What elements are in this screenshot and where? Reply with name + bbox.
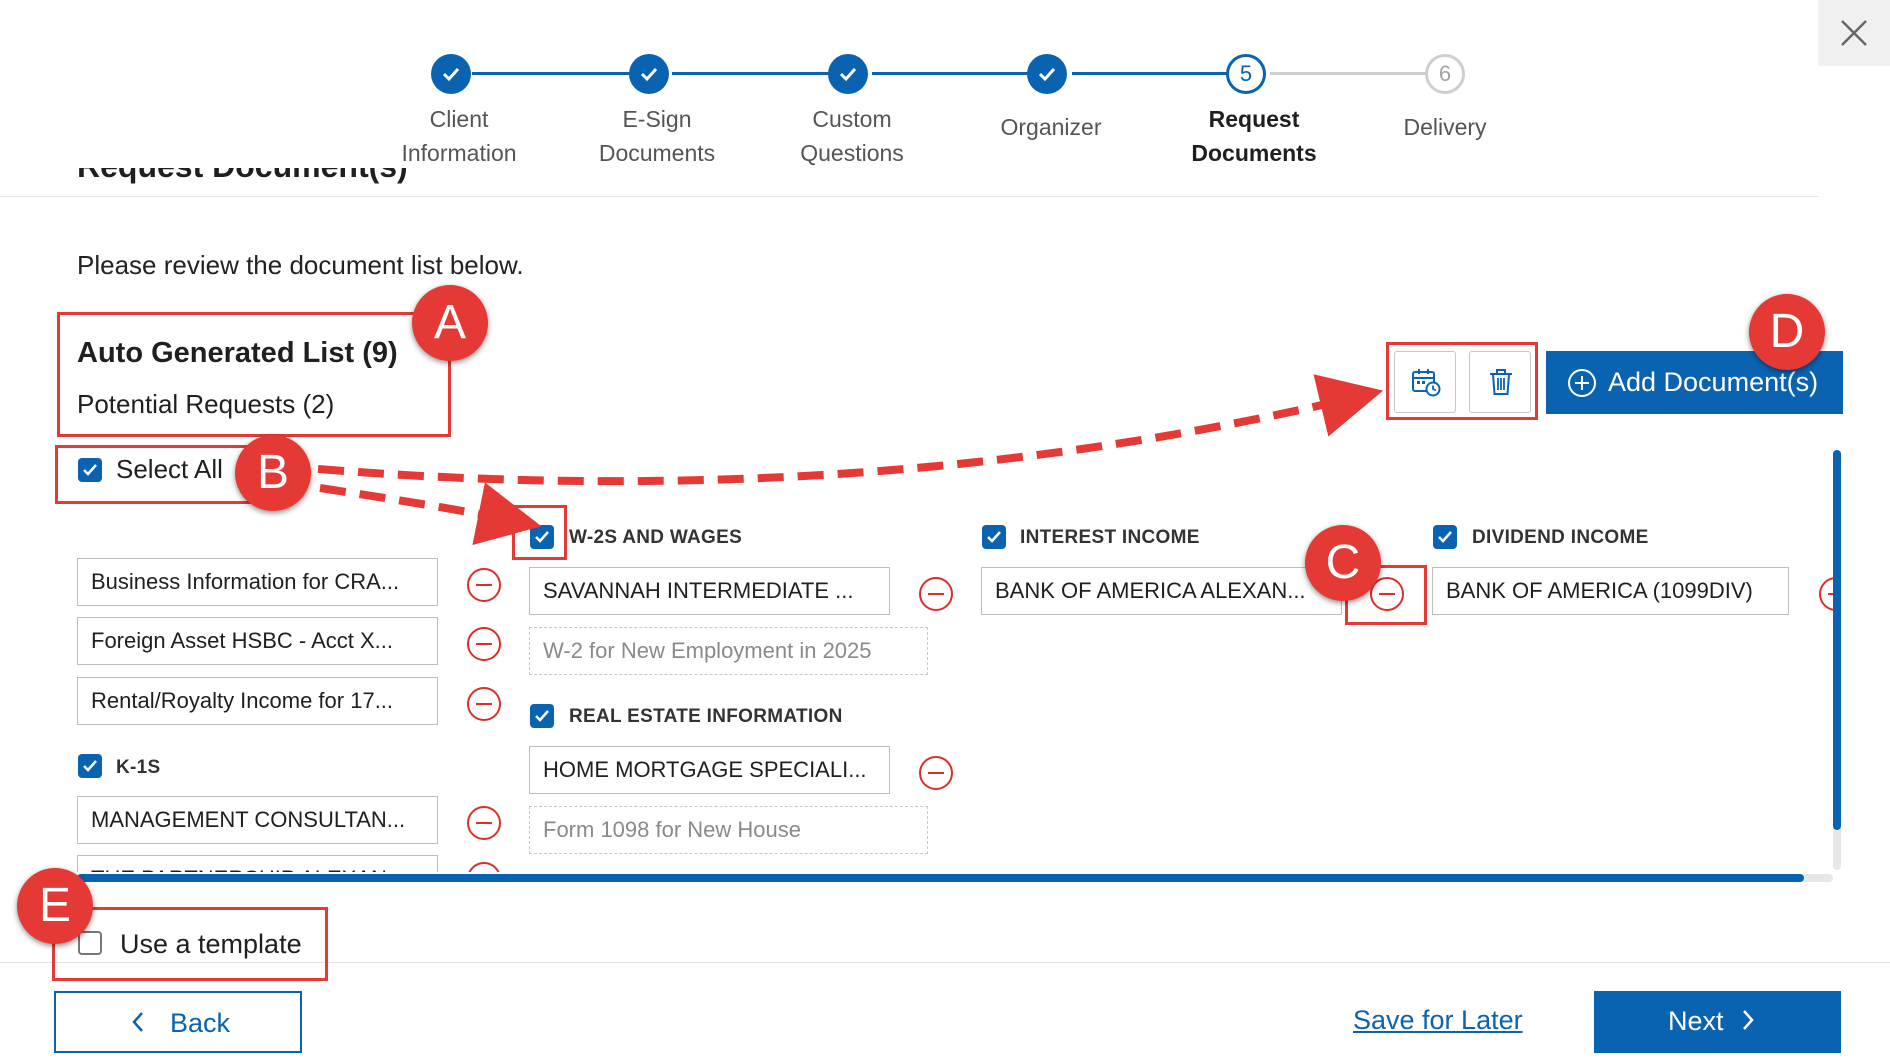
remove-document-button[interactable] — [467, 687, 501, 721]
real-estate-group-checkbox[interactable] — [530, 704, 554, 728]
step-6-label[interactable]: Delivery — [1403, 114, 1487, 140]
document-field[interactable]: Foreign Asset HSBC - Acct X... — [77, 617, 438, 665]
remove-document-button-clipped[interactable] — [1819, 577, 1833, 611]
select-all-label[interactable]: Select All — [116, 454, 223, 484]
step-6-pending[interactable]: 6 — [1425, 54, 1465, 94]
delete-selected-button[interactable] — [1469, 351, 1531, 413]
remove-document-button[interactable] — [467, 627, 501, 661]
document-field[interactable]: BANK OF AMERICA ALEXAN... — [981, 567, 1342, 615]
step-5-label[interactable]: Request Documents — [1191, 106, 1317, 166]
use-template-checkbox[interactable] — [78, 931, 102, 955]
potential-requests-count: Potential Requests (2) — [77, 389, 335, 419]
real-estate-group-title: REAL ESTATE INFORMATION — [569, 706, 843, 727]
w2-group-title: W-2S AND WAGES — [569, 527, 743, 548]
interest-group-checkbox[interactable] — [982, 525, 1006, 549]
document-field[interactable]: Business Information for CRA... — [77, 558, 438, 606]
step-2-label[interactable]: E-Sign Documents — [598, 106, 716, 166]
checkmark-icon — [1438, 531, 1452, 543]
page-title: Request Document(s) — [77, 168, 408, 196]
remove-document-button[interactable] — [467, 806, 501, 840]
remove-document-button[interactable] — [1370, 577, 1404, 611]
select-all-checkbox[interactable] — [78, 458, 102, 482]
step-3-label[interactable]: Custom Questions — [800, 106, 904, 166]
potential-request-field[interactable]: Form 1098 for New House — [529, 806, 928, 854]
annotation-box-b-target — [512, 505, 567, 560]
auto-generated-list-title: Auto Generated List (9) — [77, 337, 398, 369]
chevron-right-icon — [1743, 1010, 1754, 1030]
k1s-group-checkbox[interactable] — [78, 754, 102, 778]
step-1-complete-icon[interactable] — [431, 54, 471, 94]
use-template-label[interactable]: Use a template — [120, 929, 302, 959]
close-button[interactable] — [1818, 0, 1890, 66]
remove-document-button[interactable] — [919, 756, 953, 790]
schedule-reminder-button[interactable] — [1394, 351, 1456, 413]
step-4-label[interactable]: Organizer — [1000, 114, 1102, 140]
k1s-group-title: K-1S — [116, 757, 161, 778]
annotation-marker-e: E — [17, 868, 93, 944]
vertical-scrollbar-thumb[interactable] — [1833, 450, 1841, 830]
next-button[interactable]: Next — [1594, 991, 1841, 1053]
annotation-box-b — [55, 445, 253, 504]
document-field[interactable]: HOME MORTGAGE SPECIALI... — [529, 746, 890, 794]
checkmark-icon — [83, 464, 97, 476]
page-instructions: Please review the document list below. — [77, 250, 524, 280]
progress-stepper: 5 6 Client Information E-Sign Documents … — [0, 0, 1818, 197]
step-5-current[interactable]: 5 — [1226, 54, 1266, 94]
footer-divider — [0, 962, 1890, 963]
checkmark-icon — [83, 760, 97, 772]
annotation-marker-c: C — [1305, 525, 1381, 601]
remove-document-button[interactable] — [919, 577, 953, 611]
potential-request-field[interactable]: W-2 for New Employment in 2025 — [529, 627, 928, 675]
remove-document-button-clipped[interactable] — [467, 862, 501, 872]
trash-icon — [1490, 369, 1512, 395]
dividend-group-checkbox[interactable] — [1433, 525, 1457, 549]
dividend-group-title: DIVIDEND INCOME — [1472, 527, 1649, 548]
checkmark-icon — [535, 710, 549, 722]
annotation-box-d — [1386, 342, 1538, 420]
step-1-label[interactable]: Client Information — [401, 106, 517, 166]
step-2-complete-icon[interactable] — [629, 54, 669, 94]
add-documents-button[interactable]: Add Document(s) — [1546, 351, 1843, 414]
document-field-clipped[interactable]: THE PARTNERSHIP ALEXAN... — [77, 855, 438, 872]
annotation-box-a — [57, 312, 451, 437]
calendar-clock-icon — [1412, 369, 1441, 397]
checkmark-icon — [987, 531, 1001, 543]
annotation-box-e — [52, 907, 328, 981]
save-for-later-link[interactable]: Save for Later — [1353, 1005, 1523, 1035]
step-3-complete-icon[interactable] — [828, 54, 868, 94]
plus-circle-icon — [1568, 369, 1596, 397]
document-field[interactable]: Rental/Royalty Income for 17... — [77, 677, 438, 725]
step-4-complete-icon[interactable] — [1027, 54, 1067, 94]
close-icon — [1841, 20, 1867, 46]
back-button[interactable]: Back — [54, 991, 302, 1053]
annotation-marker-d: D — [1749, 294, 1825, 370]
remove-document-button[interactable] — [467, 568, 501, 602]
interest-group-title: INTEREST INCOME — [1020, 527, 1200, 548]
document-field[interactable]: MANAGEMENT CONSULTAN... — [77, 796, 438, 844]
annotation-marker-a: A — [412, 285, 488, 361]
document-field[interactable]: BANK OF AMERICA (1099DIV) — [1432, 567, 1789, 615]
annotation-marker-b: B — [235, 435, 311, 511]
chevron-left-icon — [132, 1012, 143, 1032]
horizontal-scrollbar-thumb[interactable] — [77, 874, 1804, 882]
document-field[interactable]: SAVANNAH INTERMEDIATE ... — [529, 567, 890, 615]
